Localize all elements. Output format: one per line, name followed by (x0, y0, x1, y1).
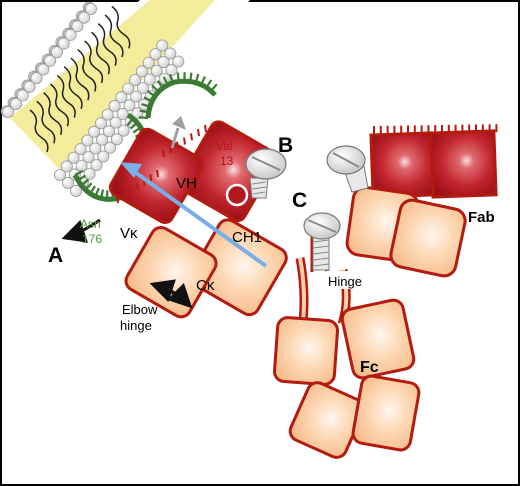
ch1-label: CH1 (232, 229, 262, 246)
letter-c: C (292, 189, 307, 212)
val-name-label: Val (216, 139, 232, 153)
fab-label: Fab (468, 209, 495, 226)
letter-a: A (48, 244, 63, 267)
fc-ch3-right (351, 374, 421, 452)
fab-left (108, 120, 288, 319)
asn-name-label: Asn (80, 217, 101, 231)
fc-ch2-right (340, 298, 416, 380)
fc-ch2-left (273, 316, 339, 386)
val13-marker (225, 183, 249, 207)
ch1-domain (189, 218, 288, 317)
vk-label: Vκ (120, 225, 138, 242)
ck-domain (124, 226, 218, 319)
gray-arrow (170, 116, 186, 149)
fab-light-c (389, 198, 467, 278)
curved-arrow-a (61, 218, 101, 243)
fab-light-v (429, 129, 498, 199)
screw-b (245, 148, 287, 199)
fc-label: Fc (360, 359, 379, 376)
elbow-label-line2: hinge (120, 318, 152, 333)
elbow-label-line1: Elbow (122, 302, 158, 317)
hinge-label: Hinge (328, 274, 362, 289)
blue-axis-arrow (120, 162, 268, 268)
lipid-heads-upper (0, 1, 98, 119)
fab-heavy-v (369, 131, 435, 199)
fab-right (345, 124, 498, 278)
asn-num-label: 176 (82, 232, 102, 246)
val-num-label: 13 (220, 154, 234, 168)
vh-label: VH (176, 175, 197, 192)
lipid-tails (29, 5, 131, 153)
fc-region (273, 298, 421, 459)
elbow-arrow-up (149, 279, 185, 303)
letter-b: B (278, 134, 293, 157)
screw-fab (326, 145, 369, 193)
screw-c (303, 212, 341, 271)
ck-label: Cκ (196, 277, 215, 294)
